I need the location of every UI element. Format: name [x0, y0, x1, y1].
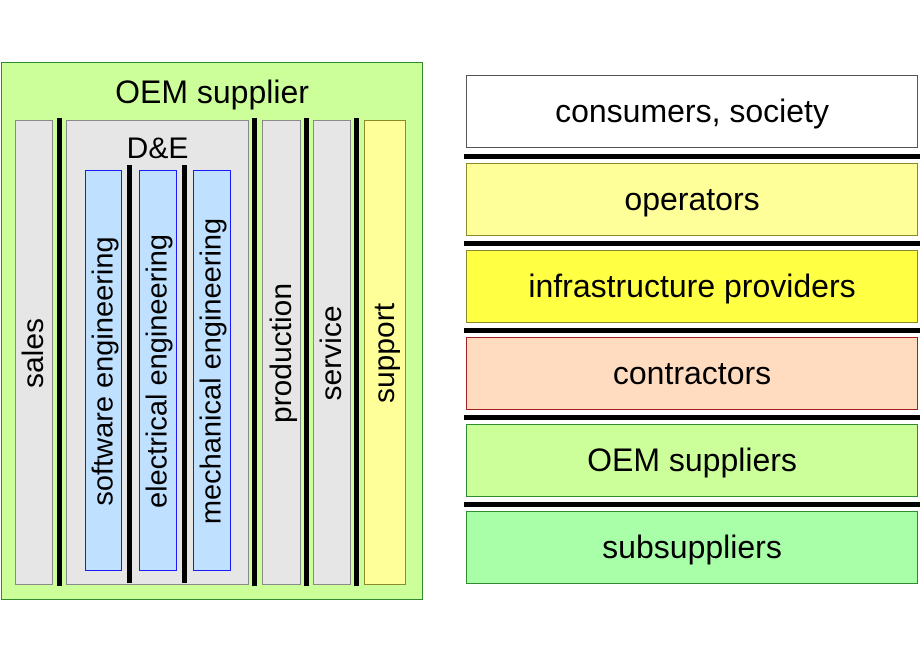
production-column: production — [262, 120, 301, 585]
oem-supplier-title: OEM supplier — [115, 74, 309, 110]
column-separator — [252, 118, 257, 586]
sales-column: sales — [15, 120, 53, 585]
software-engineering-label: software engineering — [87, 235, 119, 506]
layer-label: infrastructure providers — [528, 268, 856, 304]
layer-separator — [464, 415, 920, 420]
production-label: production — [264, 282, 298, 423]
de-title: D&E — [126, 132, 189, 165]
layer-label: OEM suppliers — [587, 442, 797, 478]
mechanical-engineering-label: mechanical engineering — [195, 217, 228, 524]
service-column: service — [313, 120, 351, 585]
layer-label: contractors — [612, 355, 772, 391]
column-separator — [304, 118, 309, 586]
software-engineering-box: software engineering — [85, 170, 122, 571]
layer-label: subsuppliers — [602, 529, 782, 565]
column-separator — [354, 118, 359, 586]
layer-label: consumers, society — [555, 93, 829, 129]
sales-label: sales — [17, 317, 50, 388]
layer-contractors: contractors — [466, 337, 918, 410]
service-label: service — [315, 304, 348, 401]
support-column: support — [364, 120, 406, 585]
layer-separator — [464, 328, 920, 333]
layer-consumers-society: consumers, society — [466, 75, 918, 148]
layer-separator — [464, 241, 920, 246]
engineering-separator — [182, 165, 187, 583]
support-label: support — [368, 302, 401, 403]
layer-separator — [464, 502, 920, 507]
layer-label: operators — [624, 181, 760, 217]
mechanical-engineering-box: mechanical engineering — [193, 170, 231, 571]
layer-infrastructure-providers: infrastructure providers — [466, 250, 918, 323]
column-separator — [57, 118, 62, 586]
engineering-separator — [127, 165, 132, 583]
electrical-engineering-box: electrical engineering — [139, 170, 177, 571]
layer-operators: operators — [466, 163, 918, 236]
layer-subsuppliers: subsuppliers — [466, 511, 918, 584]
electrical-engineering-label: electrical engineering — [141, 233, 174, 508]
layer-separator — [464, 154, 920, 159]
layer-oem-suppliers: OEM suppliers — [466, 424, 918, 497]
